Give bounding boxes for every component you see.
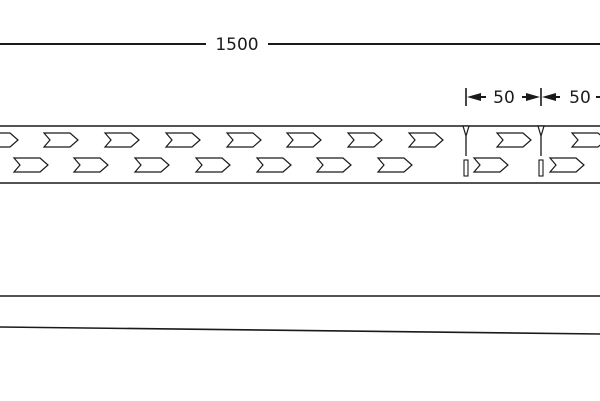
- chevron-row-lower: [12, 157, 585, 173]
- chevron-right-icon: [255, 157, 292, 173]
- overall-length-label: 1500: [215, 35, 258, 55]
- chevron-right-icon: [548, 157, 585, 173]
- channel-top-view: [0, 125, 600, 184]
- dimension-arrowhead-icon: [467, 93, 481, 101]
- chevron-row-upper: [0, 132, 600, 148]
- dimension-arrowhead-icon: [542, 93, 556, 101]
- chevron-right-icon: [225, 132, 262, 148]
- chevron-right-icon: [407, 132, 444, 148]
- chevron-right-icon: [285, 132, 322, 148]
- chevron-right-icon: [133, 157, 170, 173]
- spacing-a-label: 50: [493, 88, 515, 108]
- chevron-right-icon: [72, 157, 109, 173]
- segment-joint-right: [537, 125, 545, 177]
- chevron-right-icon: [495, 132, 532, 148]
- chevron-right-icon: [194, 157, 231, 173]
- overall-dimension: 1500: [0, 35, 600, 55]
- channel-side-view: [0, 295, 600, 335]
- chevron-right-icon: [103, 132, 140, 148]
- chevron-right-icon: [164, 132, 201, 148]
- side-view-sloped-bottom: [0, 326, 600, 335]
- chevron-right-icon: [346, 132, 383, 148]
- chevron-right-icon: [0, 132, 19, 148]
- joint-slot: [463, 159, 469, 177]
- chevron-right-icon: [315, 157, 352, 173]
- spacing-b-label: 50: [569, 88, 591, 108]
- chevron-right-icon: [376, 157, 413, 173]
- chevron-right-icon: [42, 132, 79, 148]
- joint-notch-icon: [462, 125, 470, 139]
- chevron-right-icon: [472, 157, 509, 173]
- chevron-right-icon: [570, 132, 600, 148]
- joint-slot: [538, 159, 544, 177]
- chevron-right-icon: [12, 157, 49, 173]
- spacing-dimension: 50 50: [465, 88, 600, 108]
- dimension-arrowhead-icon: [526, 93, 540, 101]
- segment-joint-left: [462, 125, 470, 177]
- joint-notch-icon: [537, 125, 545, 139]
